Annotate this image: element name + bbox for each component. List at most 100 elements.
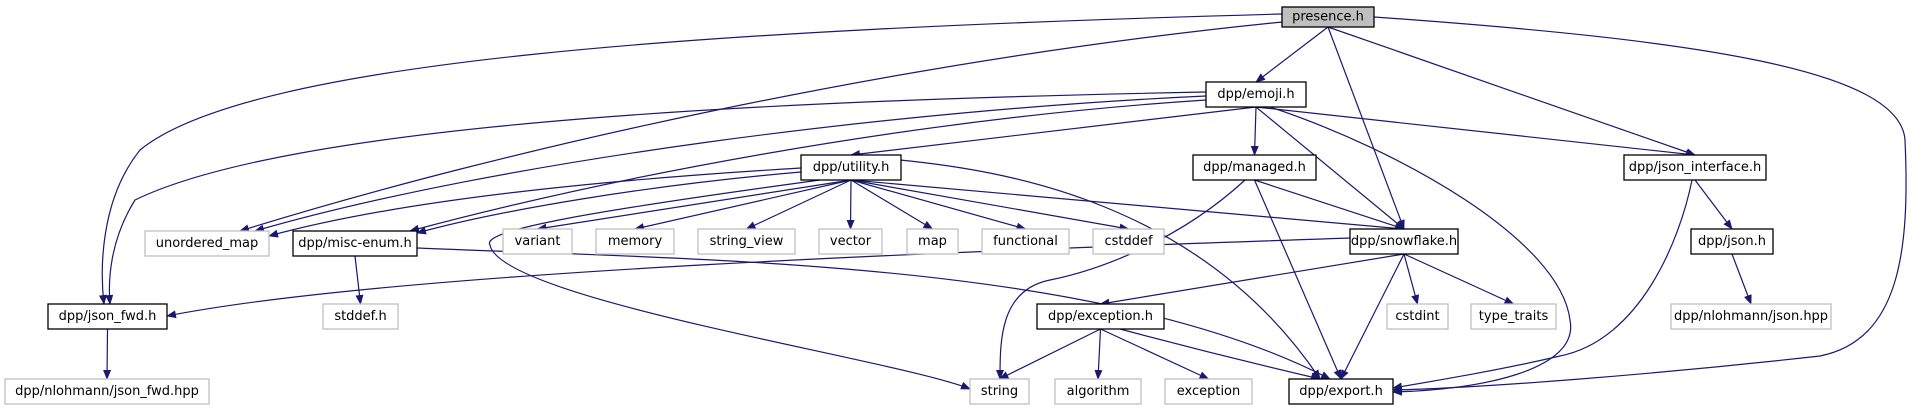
node-label: map	[918, 234, 947, 249]
node-box	[1288, 378, 1394, 405]
node-label: cstddef	[1104, 234, 1153, 249]
node-misc-enum[interactable]: dpp/misc-enum.h	[292, 230, 418, 257]
edge-managed-to-snowflake	[1254, 179, 1405, 230]
node-label: stddef.h	[334, 309, 386, 324]
edge-presence-to-json_fwd	[98, 13, 1283, 305]
node-label: string_view	[710, 234, 784, 249]
node-json[interactable]: dpp/json.h	[1690, 228, 1774, 255]
node-box	[4, 378, 210, 405]
edge-json_fwd-to-nlohmann_json_fwd	[103, 328, 112, 380]
node-utility[interactable]: dpp/utility.h	[800, 154, 902, 181]
node-emoji[interactable]: dpp/emoji.h	[1205, 81, 1307, 108]
node-managed[interactable]: dpp/managed.h	[1192, 154, 1317, 181]
node-label: string	[981, 384, 1018, 399]
node-algorithm: algorithm	[1054, 378, 1142, 405]
edge-presence-to-unordered_map	[239, 21, 1283, 233]
node-box	[1036, 303, 1165, 330]
node-box	[1164, 378, 1253, 405]
node-label: dpp/snowflake.h	[1351, 234, 1457, 249]
node-presence[interactable]: presence.h	[1281, 6, 1375, 28]
node-snowflake[interactable]: dpp/snowflake.h	[1349, 228, 1459, 255]
node-label: type_traits	[1479, 309, 1549, 324]
edge-managed-to-export	[1253, 179, 1342, 380]
edge-misc_enum-to-export	[416, 247, 1331, 380]
edges-layer	[98, 13, 1907, 396]
edge-snowflake-to-exception_h	[1099, 253, 1405, 307]
edge-snowflake-to-cstdint	[1403, 253, 1420, 305]
edge-utility-to-string	[488, 179, 971, 390]
edge-exception_h-to-algorithm	[1094, 328, 1103, 380]
node-box	[144, 230, 270, 257]
node-json-interface[interactable]: dpp/json_interface.h	[1623, 154, 1767, 181]
edge-utility-to-variant	[536, 179, 852, 232]
node-label: dpp/export.h	[1299, 384, 1383, 399]
edge-snowflake-to-export	[1340, 253, 1405, 380]
node-label: cstdint	[1395, 309, 1439, 324]
edge-snowflake-to-type_traits	[1403, 253, 1515, 305]
edge-misc_enum-to-stddef	[354, 255, 364, 305]
node-exception: exception	[1164, 378, 1253, 405]
node-box	[292, 230, 418, 257]
edge-json_interface-to-export	[1392, 179, 1693, 391]
edge-emoji-to-utility	[850, 106, 1257, 158]
edge-snowflake-to-json_fwd	[166, 237, 1351, 319]
node-box	[1623, 154, 1767, 181]
edge-presence-to-export	[1373, 16, 1907, 394]
node-label: memory	[608, 234, 663, 249]
node-box	[322, 303, 399, 330]
node-box	[1670, 303, 1832, 330]
edge-utility-to-snowflake	[850, 179, 1405, 233]
node-label: dpp/nlohmann/json.hpp	[1674, 309, 1828, 324]
node-label: dpp/misc-enum.h	[298, 236, 412, 251]
node-variant: variant	[502, 228, 573, 255]
edge-exception_h-to-export	[1119, 328, 1321, 381]
node-label: exception	[1177, 384, 1241, 399]
node-box	[1470, 303, 1557, 330]
node-box	[1690, 228, 1774, 255]
node-nlohmann-json-fwd: dpp/nlohmann/json_fwd.hpp	[4, 378, 210, 405]
node-vector: vector	[818, 228, 883, 255]
edge-utility-to-misc_enum	[416, 171, 802, 235]
node-label: dpp/managed.h	[1203, 160, 1306, 175]
edge-utility-to-unordered_map	[268, 167, 802, 238]
edge-emoji-to-json_interface	[1255, 106, 1696, 158]
node-box	[1281, 6, 1375, 28]
node-label: dpp/json.h	[1698, 234, 1766, 249]
node-label: dpp/json_interface.h	[1629, 160, 1762, 175]
node-box	[47, 303, 168, 330]
edge-utility-to-vector	[846, 179, 855, 230]
edge-managed-to-string	[996, 179, 1246, 380]
edge-emoji-to-managed	[1250, 106, 1259, 156]
node-box	[595, 228, 675, 255]
node-box	[697, 228, 796, 255]
node-exception-h[interactable]: dpp/exception.h	[1036, 303, 1165, 330]
edge-presence-to-snowflake	[1327, 26, 1405, 230]
node-json-fwd[interactable]: dpp/json_fwd.h	[47, 303, 168, 330]
node-box	[1054, 378, 1142, 405]
node-box	[1349, 228, 1459, 255]
node-string: string	[969, 378, 1030, 405]
node-box	[502, 228, 573, 255]
node-label: dpp/emoji.h	[1217, 87, 1294, 102]
edge-json-to-nlohmann_json	[1731, 253, 1752, 305]
node-string-view: string_view	[697, 228, 796, 255]
node-box	[1192, 154, 1317, 181]
edge-emoji-to-misc_enum	[409, 99, 1207, 233]
edge-utility-to-map	[850, 179, 934, 230]
edge-exception_h-to-string	[998, 328, 1101, 380]
edge-utility-to-string_view	[745, 179, 852, 230]
node-export[interactable]: dpp/export.h	[1288, 378, 1394, 405]
edge-exception_h-to-exception	[1100, 328, 1210, 380]
node-unordered-map: unordered_map	[144, 230, 270, 257]
node-cstdint: cstdint	[1386, 303, 1449, 330]
node-map: map	[906, 228, 959, 255]
edge-utility-to-cstddef	[850, 179, 1130, 232]
node-box	[1386, 303, 1449, 330]
node-functional: functional	[981, 228, 1070, 255]
node-label: dpp/utility.h	[813, 160, 890, 175]
node-label: algorithm	[1067, 384, 1130, 399]
node-label: variant	[515, 234, 561, 249]
node-cstddef: cstddef	[1092, 228, 1165, 255]
nodes-layer: presence.h dpp/emoji.h dpp/utility.h dpp/ma…	[4, 6, 1832, 405]
